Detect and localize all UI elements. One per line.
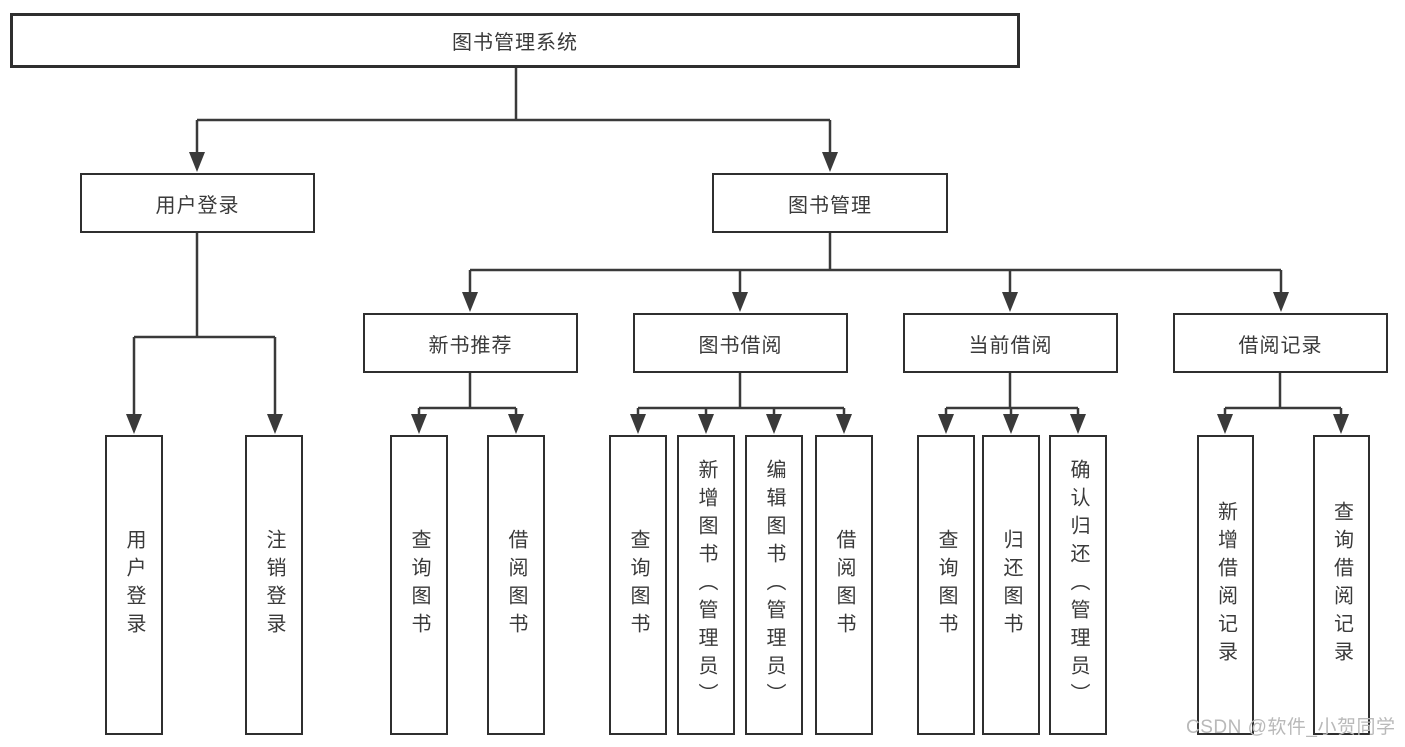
leaf-confirm-return-admin: 确认归还（管理员） — [1049, 435, 1107, 735]
leaf-edit-book-admin-label: 编辑图书（管理员） — [763, 459, 785, 711]
node-book-borrow: 图书借阅 — [633, 313, 848, 373]
leaf-add-book-admin-label: 新增图书（管理员） — [695, 459, 717, 711]
leaf-borrow-books-label: 借阅图书 — [833, 529, 855, 641]
leaf-borrow-books-recommend: 借阅图书 — [487, 435, 545, 735]
leaf-query-books-current-label: 查询图书 — [935, 529, 957, 641]
leaf-query-borrow-record-label: 查询借阅记录 — [1330, 501, 1353, 669]
leaf-query-books-recommend: 查询图书 — [390, 435, 448, 735]
leaf-user-login-label: 用户登录 — [123, 529, 145, 641]
leaf-add-borrow-record-label: 新增借阅记录 — [1214, 501, 1237, 669]
leaf-user-login: 用户登录 — [105, 435, 163, 735]
node-book-management: 图书管理 — [712, 173, 948, 233]
leaf-return-books: 归还图书 — [982, 435, 1040, 735]
node-borrow-records-label: 借阅记录 — [1238, 334, 1323, 357]
leaf-confirm-return-admin-label: 确认归还（管理员） — [1067, 459, 1089, 711]
node-borrow-records: 借阅记录 — [1173, 313, 1388, 373]
node-user-login-label: 用户登录 — [155, 194, 240, 217]
leaf-query-books-borrow-label: 查询图书 — [627, 529, 649, 641]
leaf-edit-book-admin: 编辑图书（管理员） — [745, 435, 803, 735]
arrowheads — [126, 152, 1349, 434]
leaf-add-book-admin: 新增图书（管理员） — [677, 435, 735, 735]
node-root: 图书管理系统 — [10, 13, 1020, 68]
leaf-logout-label: 注销登录 — [263, 529, 285, 641]
tree-edges — [132, 68, 1343, 418]
leaf-add-borrow-record: 新增借阅记录 — [1197, 435, 1254, 735]
node-new-book-recommend-label: 新书推荐 — [428, 334, 513, 357]
leaf-borrow-books: 借阅图书 — [815, 435, 873, 735]
leaf-logout: 注销登录 — [245, 435, 303, 735]
leaf-query-books-borrow: 查询图书 — [609, 435, 667, 735]
node-book-borrow-label: 图书借阅 — [698, 334, 783, 357]
node-current-borrow: 当前借阅 — [903, 313, 1118, 373]
node-current-borrow-label: 当前借阅 — [968, 334, 1053, 357]
leaf-return-books-label: 归还图书 — [1000, 529, 1022, 641]
leaf-borrow-books-recommend-label: 借阅图书 — [505, 529, 527, 641]
leaf-query-borrow-record: 查询借阅记录 — [1313, 435, 1370, 735]
node-new-book-recommend: 新书推荐 — [363, 313, 578, 373]
node-user-login: 用户登录 — [80, 173, 315, 233]
leaf-query-books-current: 查询图书 — [917, 435, 975, 735]
node-root-label: 图书管理系统 — [452, 32, 578, 54]
watermark-text: CSDN @软件_小贺同学 — [1186, 717, 1396, 738]
leaf-query-books-recommend-label: 查询图书 — [408, 529, 430, 641]
node-book-management-label: 图书管理 — [788, 194, 872, 217]
